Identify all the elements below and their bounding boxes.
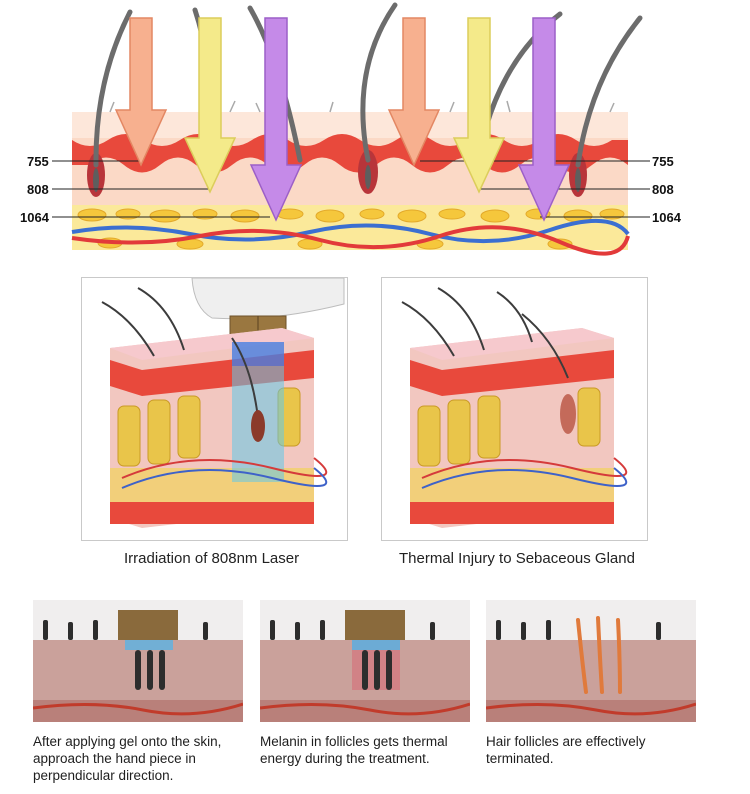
arrow-808	[183, 17, 506, 194]
label-808-left: 808	[27, 182, 49, 197]
step-3-caption: Hair follicles are effectively terminate…	[486, 734, 646, 766]
step-2-image	[260, 600, 470, 722]
caption-irradiation: Irradiation of 808nm Laser	[124, 550, 300, 567]
label-808-right: 808	[652, 182, 674, 197]
label-1064-right: 1064	[652, 210, 681, 225]
arrow-755	[114, 17, 441, 167]
panel-thermal-injury	[381, 277, 648, 541]
skin-cross-section	[52, 2, 650, 256]
caption-thermal-injury: Thermal Injury to Sebaceous Gland	[399, 550, 635, 567]
arrow-1064	[249, 17, 571, 222]
step-2-caption: Melanin in follicles gets thermal energy…	[260, 734, 448, 766]
panel-irradiation	[81, 277, 348, 541]
step-3-image	[486, 600, 696, 722]
label-1064-left: 1064	[20, 210, 49, 225]
skin-block-injury-illustration	[401, 287, 628, 528]
label-755-left: 755	[27, 154, 49, 169]
step-1-image	[33, 600, 243, 722]
label-755-right: 755	[652, 154, 674, 169]
skin-block-laser-illustration	[101, 278, 345, 528]
step-1-caption: After applying gel onto the skin, approa…	[33, 734, 222, 783]
wavelength-depth-diagram: 755 808 1064 755 808 1064	[0, 0, 750, 265]
